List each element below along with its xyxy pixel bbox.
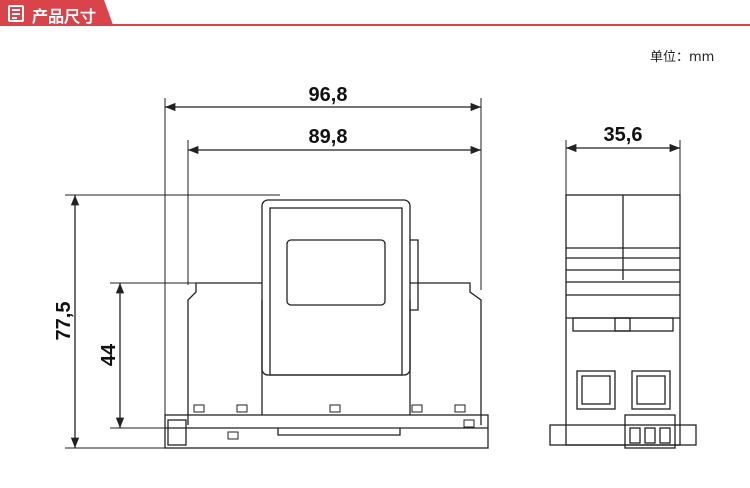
section-title: 产品尺寸	[32, 7, 97, 26]
overall-height-label: 77,5	[53, 302, 75, 341]
body-height-label: 44	[98, 343, 120, 366]
extension-lines	[65, 98, 681, 449]
body-width-label: 89,8	[309, 126, 348, 148]
side-view	[549, 194, 697, 449]
header-underline	[0, 24, 750, 26]
overall-width-label: 96,8	[309, 84, 348, 106]
dimension-arrows	[70, 102, 680, 448]
document-icon	[8, 5, 24, 22]
section-header: 产品尺寸	[0, 0, 750, 28]
front-view	[164, 199, 489, 449]
side-width-label: 35,6	[604, 124, 643, 146]
unit-label: 单位：mm	[650, 50, 715, 65]
